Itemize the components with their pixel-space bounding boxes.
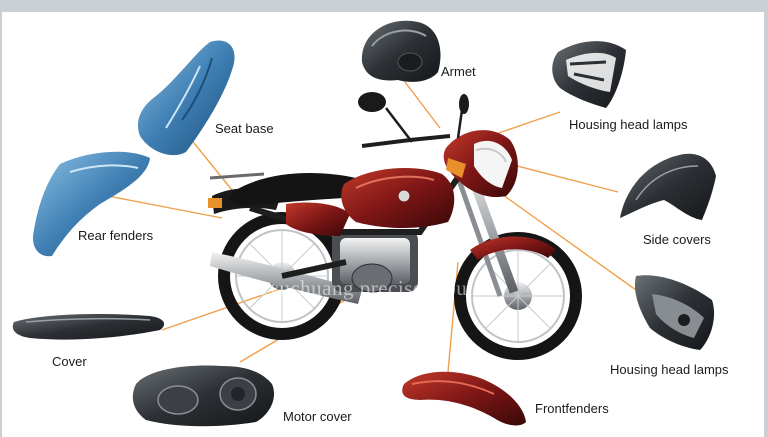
armet-part <box>361 20 441 82</box>
motor-cover-part <box>132 365 275 427</box>
seat-base-part <box>137 40 235 156</box>
leader-line-rear-fenders <box>107 195 223 219</box>
rear-fenders-part <box>32 151 151 257</box>
housing-head-lamps-bottom-part <box>634 275 715 350</box>
watermark-text: Luyuchuang precise mould <box>244 276 485 300</box>
leader-line-armet <box>404 81 441 129</box>
label-cover: Cover <box>52 354 87 369</box>
leader-line-seat-base <box>189 137 241 201</box>
housing-head-lamps-top-part <box>552 41 626 108</box>
label-housing-head-lamps-bottom: Housing head lamps <box>610 362 729 377</box>
front-fenders-part <box>402 371 526 426</box>
label-seat-base: Seat base <box>215 121 274 136</box>
label-housing-head-lamps-top: Housing head lamps <box>569 117 688 132</box>
side-covers-part <box>620 153 716 220</box>
motorcycle <box>208 92 582 360</box>
label-armet: Armet <box>441 64 476 79</box>
label-front-fenders: Frontfenders <box>535 401 609 416</box>
leader-line-housing-bottom <box>495 189 637 291</box>
label-rear-fenders: Rear fenders <box>78 228 154 243</box>
cover-part <box>12 314 165 340</box>
label-motor-cover: Motor cover <box>283 409 352 424</box>
label-side-covers: Side covers <box>643 232 711 247</box>
